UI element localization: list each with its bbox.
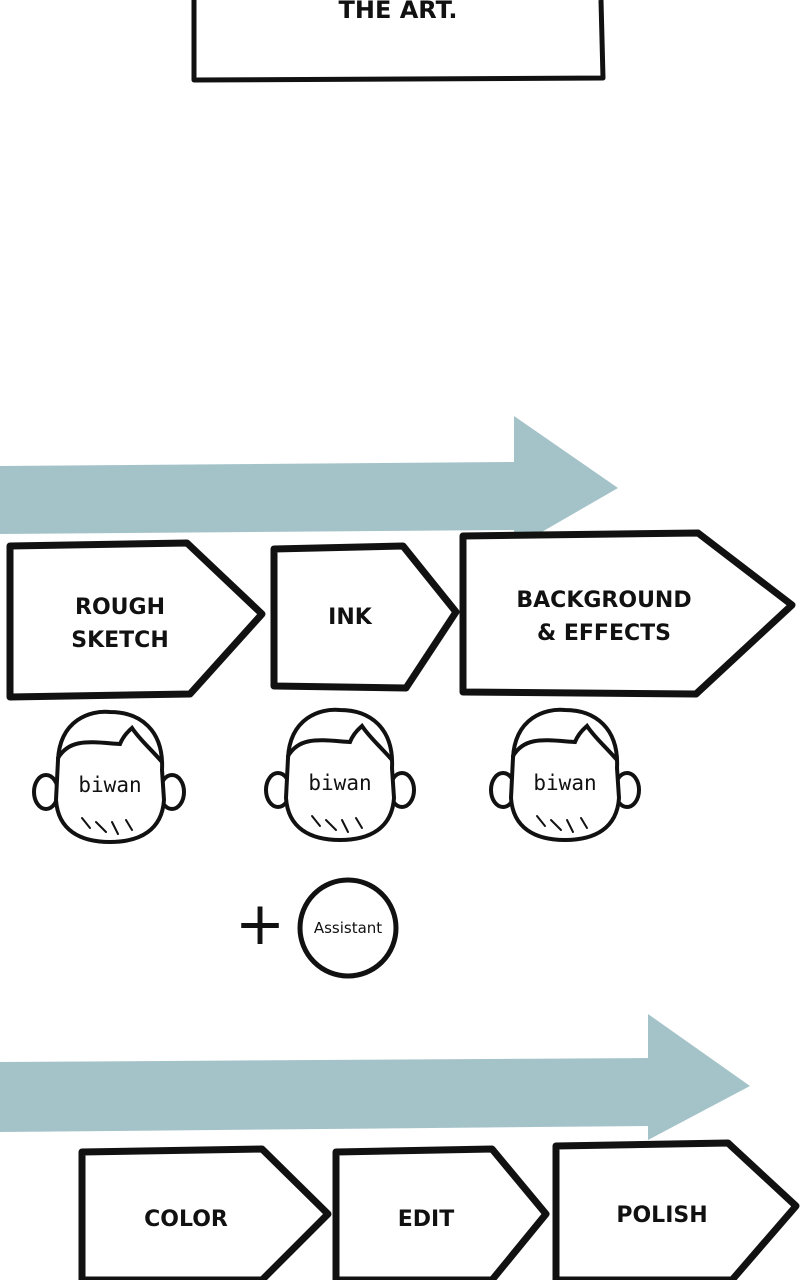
caption-box: THE ART.: [191, 0, 606, 83]
step-label-line: & EFFECTS: [537, 621, 671, 646]
step-label-line: SKETCH: [71, 628, 169, 653]
artist-head: biwan: [32, 709, 186, 845]
step-edit: EDIT: [332, 1145, 550, 1280]
bottom-flow-arrow: [0, 1014, 750, 1140]
assistant-label: Assistant: [314, 919, 382, 937]
step-rough-sketch: ROUGH SKETCH: [6, 539, 266, 701]
step-label-line: ROUGH: [75, 595, 165, 620]
artist-name: biwan: [78, 773, 141, 797]
step-label-line: INK: [328, 605, 373, 630]
step-color: COLOR: [78, 1145, 332, 1280]
plus-sign: +: [235, 889, 285, 959]
step-label-line: BACKGROUND: [516, 588, 691, 613]
step-label-line: POLISH: [616, 1203, 707, 1228]
artist-name: biwan: [533, 771, 596, 795]
artist-name: biwan: [308, 771, 371, 795]
artist-head: biwan: [264, 707, 416, 843]
step-ink: INK: [270, 542, 460, 692]
artist-head: biwan: [489, 707, 641, 843]
step-label-line: EDIT: [398, 1207, 454, 1232]
top-flow-arrow: [0, 416, 618, 548]
assistant-circle: Assistant: [297, 877, 399, 979]
caption-text: THE ART.: [338, 0, 457, 24]
step-polish: POLISH: [552, 1139, 800, 1280]
step-label-line: COLOR: [144, 1207, 228, 1232]
step-background-effects: BACKGROUND & EFFECTS: [459, 529, 796, 698]
